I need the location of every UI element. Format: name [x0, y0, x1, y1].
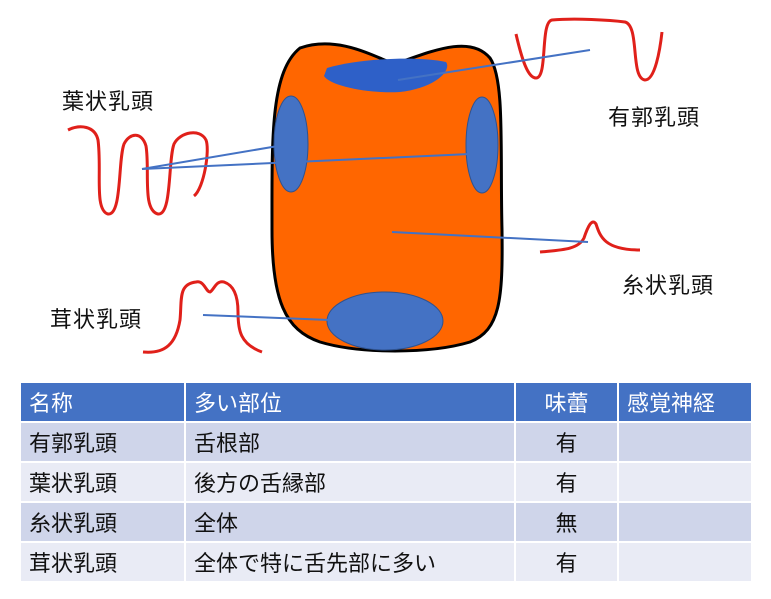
- header-location: 多い部位: [185, 383, 516, 422]
- cell-sensory-nerve: [618, 541, 753, 581]
- cell-taste-bud: 有: [515, 461, 619, 502]
- cell-sensory-nerve: [618, 421, 753, 462]
- table-row: 糸状乳頭 全体 無: [21, 501, 753, 542]
- left-foliate-region: [273, 95, 309, 193]
- cell-taste-bud: 有: [515, 541, 619, 581]
- tip-region: [326, 291, 444, 351]
- header-taste-bud: 味蕾: [515, 383, 619, 422]
- cell-location: 後方の舌縁部: [185, 461, 516, 502]
- cell-name: 葉状乳頭: [21, 461, 186, 502]
- cell-name: 茸状乳頭: [21, 541, 186, 581]
- header-name: 名称: [21, 383, 186, 422]
- circumvallate-papilla-outline: [514, 17, 664, 82]
- foliate-pointer-left: [141, 145, 279, 170]
- cell-location: 全体: [185, 501, 516, 542]
- fungiform-papilla-outline: [142, 280, 263, 354]
- foliate-pointer-right: [141, 153, 471, 170]
- tongue-diagram: [67, 17, 664, 354]
- cell-location: 舌根部: [185, 421, 516, 462]
- cell-taste-bud: 有: [515, 421, 619, 462]
- papillae-table: 名称 多い部位 味蕾 感覚神経 有郭乳頭 舌根部 有 葉状乳頭 後方の舌縁部 有…: [21, 383, 753, 581]
- cell-location: 全体で特に舌先部に多い: [185, 541, 516, 581]
- circumvallate-label: 有郭乳頭: [608, 106, 701, 131]
- cell-name: 有郭乳頭: [21, 421, 186, 462]
- cell-name: 糸状乳頭: [21, 501, 186, 542]
- tongue-shape: [270, 42, 504, 353]
- cell-sensory-nerve: [618, 461, 753, 502]
- fungiform-pointer: [202, 314, 331, 321]
- table-row: 葉状乳頭 後方の舌縁部 有: [21, 461, 753, 502]
- filiform-label: 糸状乳頭: [622, 274, 715, 299]
- fungiform-label: 茸状乳頭: [50, 308, 143, 333]
- foliate-papilla-outline: [67, 125, 209, 216]
- table-row: 有郭乳頭 舌根部 有: [21, 421, 753, 462]
- circumvallate-pointer: [397, 49, 591, 81]
- filiform-pointer: [391, 231, 589, 243]
- cell-taste-bud: 無: [515, 501, 619, 542]
- table-row: 茸状乳頭 全体で特に舌先部に多い 有: [21, 541, 753, 581]
- right-foliate-region: [465, 96, 499, 194]
- table-header-row: 名称 多い部位 味蕾 感覚神経: [21, 383, 753, 422]
- cell-sensory-nerve: [618, 501, 753, 542]
- header-sensory-nerve: 感覚神経: [618, 383, 753, 422]
- foliate-label: 葉状乳頭: [62, 90, 155, 115]
- circumvallate-region: [324, 58, 448, 93]
- filiform-papilla-outline: [539, 220, 641, 254]
